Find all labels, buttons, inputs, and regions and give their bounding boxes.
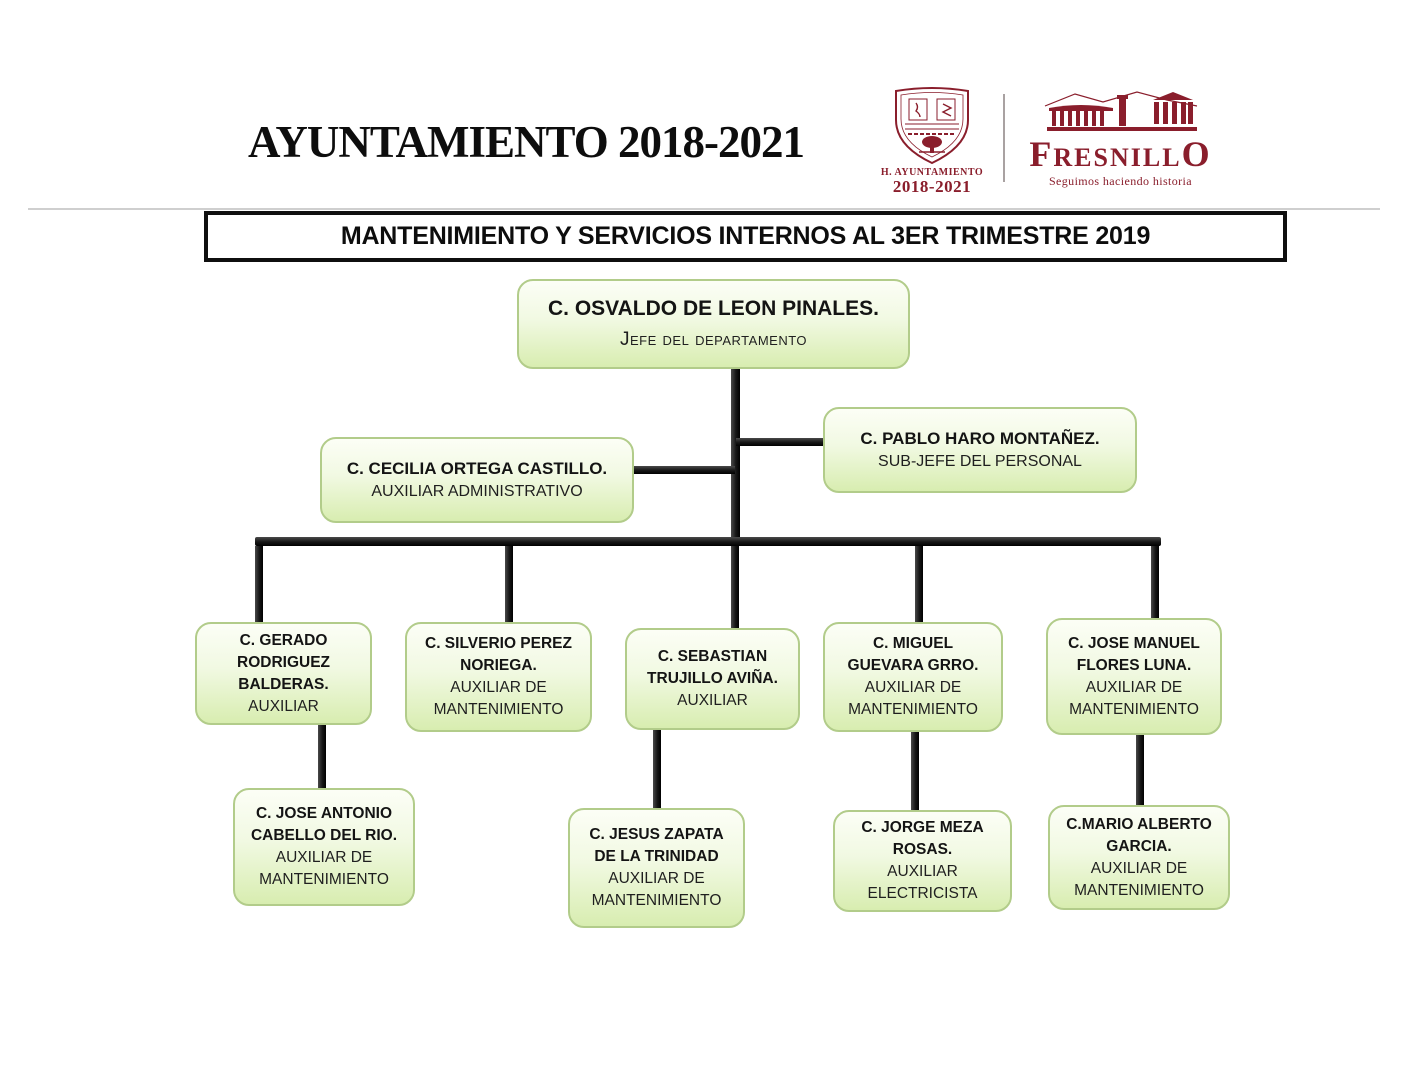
fresnillo-building-icon xyxy=(1044,91,1197,131)
person-role: AUXILIAR DE MANTENIMIENTO xyxy=(848,679,978,718)
org-node-auxiliar-administrativo: C. CECILIA ORTEGA CASTILLO. AUXILIAR ADM… xyxy=(320,437,634,523)
person-name: C. JORGE MEZA ROSAS. xyxy=(861,819,984,858)
person-role: AUXILIAR DE MANTENIMIENTO xyxy=(433,679,564,718)
city-crest-logo: H. AYUNTAMIENTO 2018-2021 xyxy=(878,84,986,195)
department-banner: MANTENIMIENTO Y SERVICIOS INTERNOS AL 3E… xyxy=(204,211,1287,262)
connector-drop-silverio xyxy=(505,546,513,622)
person-role: AUXILIAR DE MANTENIMIENTO xyxy=(259,849,389,888)
crest-caption: H. AYUNTAMIENTO xyxy=(880,167,984,178)
org-node-gerado: C. GERADO RODRIGUEZ BALDERAS. AUXILIAR xyxy=(195,622,372,725)
person-name: C. MIGUEL GUEVARA GRRO. xyxy=(847,635,979,674)
person-name: C. CECILIA ORTEGA CASTILLO. xyxy=(346,458,608,478)
person-name: C. PABLO HARO MONTAÑEZ. xyxy=(860,428,1100,448)
connector-branch-auxiliar-admin xyxy=(633,466,735,474)
person-role: AUXILIAR DE MANTENIMIENTO xyxy=(1074,859,1204,899)
fresnillo-wordmark: FRESNILLO xyxy=(1028,136,1213,172)
crest-shield-icon xyxy=(895,87,969,165)
connector-drop-miguel xyxy=(915,546,923,622)
org-node-miguel: C. MIGUEL GUEVARA GRRO. AUXILIAR DE MANT… xyxy=(823,622,1003,732)
person-name: C. JOSE MANUEL FLORES LUNA. xyxy=(1068,634,1200,674)
person-role: AUXILIAR xyxy=(677,692,748,709)
connector-josemanuel-mario xyxy=(1136,735,1144,805)
person-name: C.MARIO ALBERTO GARCIA. xyxy=(1066,815,1212,855)
connector-sebastian-jesus xyxy=(653,730,661,808)
org-node-jesus: C. JESUS ZAPATA DE LA TRINIDAD AUXILIAR … xyxy=(568,808,745,928)
connector-branch-subjefe xyxy=(736,438,824,446)
connector-gerado-joseantonio xyxy=(318,725,326,788)
org-node-mario: C.MARIO ALBERTO GARCIA. AUXILIAR DE MANT… xyxy=(1048,805,1230,910)
person-role: SUB-JEFE DEL PERSONAL xyxy=(878,452,1082,470)
header-divider-line xyxy=(28,208,1380,210)
person-role: AUXILIAR ELECTRICISTA xyxy=(867,863,978,902)
connector-drop-gerado xyxy=(255,546,263,622)
person-role: AUXILIAR DE MANTENIMIENTO xyxy=(1069,678,1199,718)
fresnillo-logo: FRESNILLO Seguimos haciendo historia xyxy=(1028,90,1213,189)
wordmark-letter-f: F xyxy=(1029,134,1054,174)
org-node-sebastian: C. SEBASTIAN TRUJILLO AVIÑA. AUXILIAR xyxy=(625,628,800,730)
connector-trunk xyxy=(731,368,740,542)
person-name: C. GERADO RODRIGUEZ BALDERAS. xyxy=(237,631,330,693)
document-title: AYUNTAMIENTO 2018-2021 xyxy=(248,117,805,167)
person-role: AUXILIAR DE MANTENIMIENTO xyxy=(591,870,722,909)
org-node-silverio: C. SILVERIO PEREZ NORIEGA. AUXILIAR DE M… xyxy=(405,622,592,732)
banner-title: MANTENIMIENTO Y SERVICIOS INTERNOS AL 3E… xyxy=(340,222,1151,250)
person-role: Jefe del departamento xyxy=(619,329,808,351)
wordmark-mid: RESNILL xyxy=(1053,143,1182,172)
org-node-subjefe-personal: C. PABLO HARO MONTAÑEZ. SUB-JEFE DEL PER… xyxy=(823,407,1137,493)
person-name: C. JESUS ZAPATA DE LA TRINIDAD xyxy=(589,826,724,865)
connector-horizontal-bar xyxy=(255,537,1161,546)
person-name: C. OSVALDO DE LEON PINALES. xyxy=(548,296,879,320)
connector-drop-sebastian xyxy=(731,546,739,628)
org-node-josemanuel: C. JOSE MANUEL FLORES LUNA. AUXILIAR DE … xyxy=(1046,618,1222,735)
crest-years: 2018-2021 xyxy=(892,177,972,196)
person-name: C. SEBASTIAN TRUJILLO AVIÑA. xyxy=(647,648,778,687)
org-node-jorge: C. JORGE MEZA ROSAS. AUXILIAR ELECTRICIS… xyxy=(833,810,1012,912)
logo-divider-line xyxy=(1003,94,1005,182)
person-name: C. SILVERIO PEREZ NORIEGA. xyxy=(425,635,572,674)
org-node-joseantonio: C. JOSE ANTONIO CABELLO DEL RIO. AUXILIA… xyxy=(233,788,415,906)
connector-drop-josemanuel xyxy=(1151,546,1159,618)
wordmark-letter-o: O xyxy=(1181,134,1212,174)
person-name: C. JOSE ANTONIO CABELLO DEL RIO. xyxy=(250,805,398,844)
connector-miguel-jorge xyxy=(911,732,919,810)
person-role: AUXILIAR ADMINISTRATIVO xyxy=(371,482,583,500)
fresnillo-tagline: Seguimos haciendo historia xyxy=(1048,174,1193,188)
person-role: AUXILIAR xyxy=(248,697,319,715)
org-node-jefe-departamento: C. OSVALDO DE LEON PINALES. Jefe del dep… xyxy=(517,279,910,369)
